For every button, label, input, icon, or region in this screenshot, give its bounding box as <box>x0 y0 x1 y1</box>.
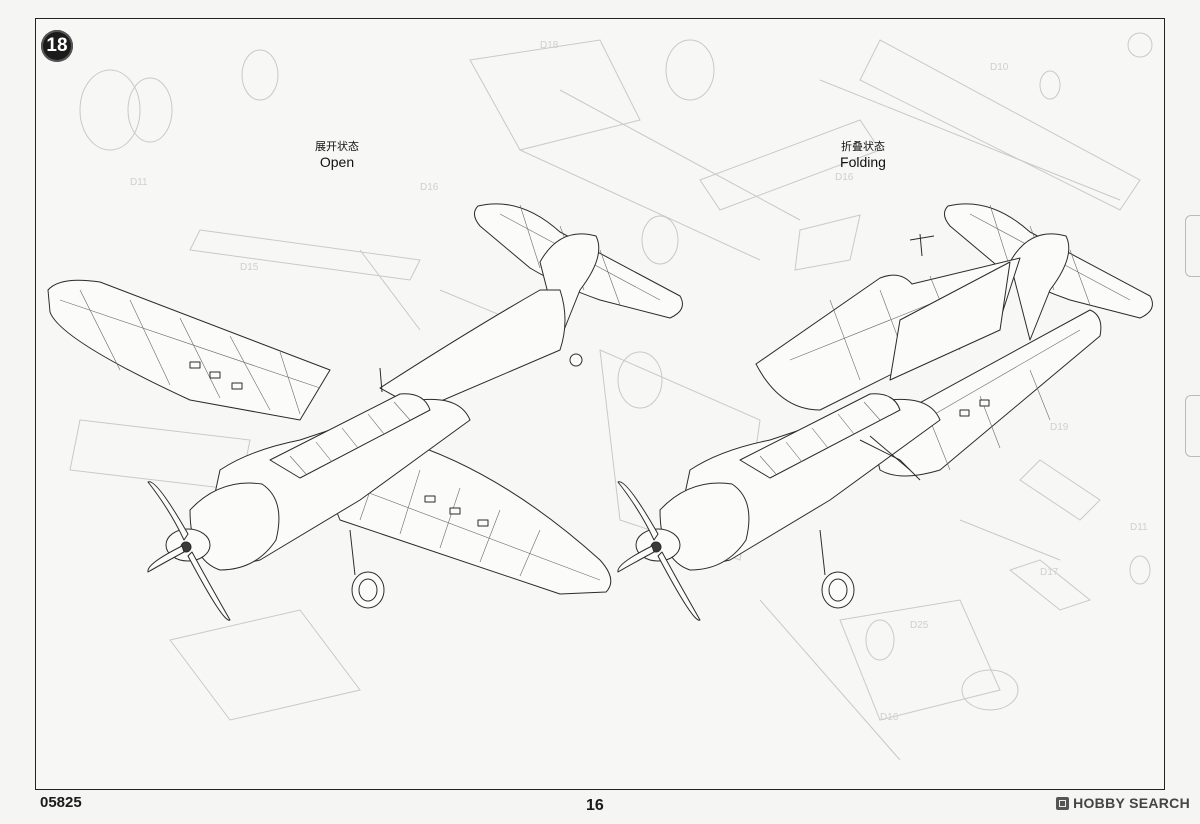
folding-view-label: 折叠状态 Folding <box>818 140 908 170</box>
page-number: 16 <box>586 797 604 814</box>
watermark-text: HOBBY SEARCH <box>1073 795 1190 811</box>
svg-text:D16: D16 <box>835 172 854 183</box>
svg-text:D19: D19 <box>1050 422 1069 433</box>
hobby-search-watermark: HOBBY SEARCH <box>1056 795 1190 811</box>
folding-label-cn: 折叠状态 <box>841 140 885 153</box>
svg-text:D11: D11 <box>1130 522 1148 533</box>
hobby-search-logo-icon <box>1056 796 1070 810</box>
svg-text:D16: D16 <box>880 712 899 723</box>
svg-text:D15: D15 <box>240 262 259 273</box>
svg-text:D11: D11 <box>130 177 148 188</box>
folding-label-en: Folding <box>840 154 886 170</box>
aircraft-folded-illustration <box>617 203 1153 621</box>
svg-text:D16: D16 <box>420 182 439 193</box>
aircraft-open-illustration <box>47 203 683 621</box>
open-label-cn: 展开状态 <box>315 140 359 153</box>
open-label-en: Open <box>319 154 355 170</box>
bleed-through-ghost-drawing: D18 D10 D19 D11 D17 D25 D15 D16 D16 D11 … <box>69 32 1153 761</box>
svg-text:D10: D10 <box>990 62 1009 73</box>
kit-code: 05825 <box>40 794 82 811</box>
open-view-label: 展开状态 Open <box>292 140 382 170</box>
svg-text:D25: D25 <box>910 620 929 631</box>
page-edge-tab <box>1185 215 1200 277</box>
svg-text:D18: D18 <box>540 40 559 51</box>
svg-text:D17: D17 <box>1040 567 1059 578</box>
step-number-badge: 18 <box>41 30 73 62</box>
page-edge-tab <box>1185 395 1200 457</box>
